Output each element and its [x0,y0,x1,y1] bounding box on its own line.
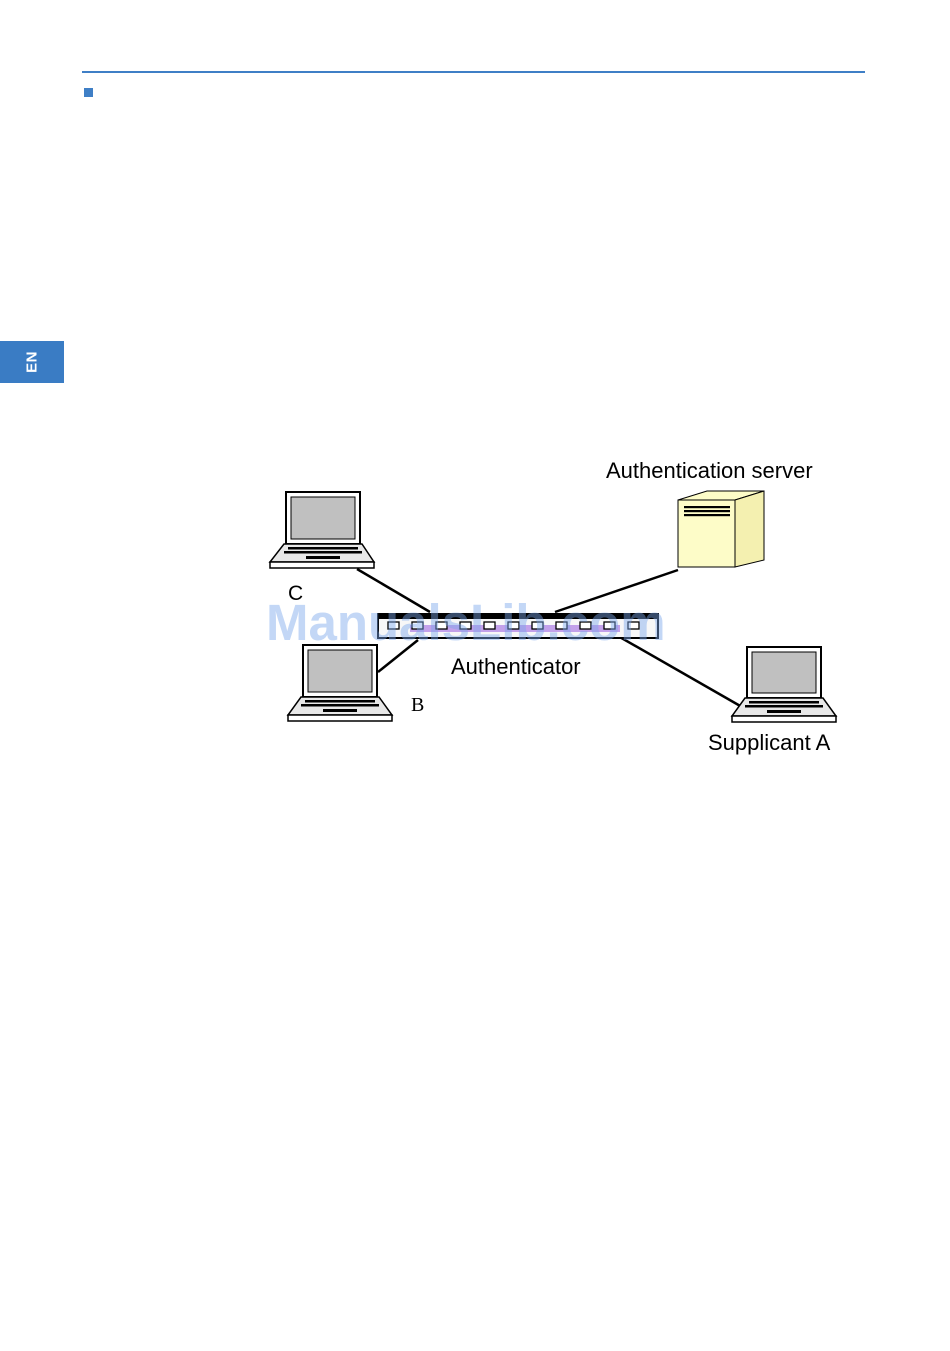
authenticator-label: Authenticator [451,654,581,679]
watermark: ManualsLib.com [266,594,666,651]
laptop-icon [732,647,836,722]
client-b-label: B [411,694,424,716]
laptop-icon [288,645,392,721]
server-label: Authentication server [606,458,813,483]
laptop-icon [270,492,374,568]
supplicant-a-label: Supplicant A [708,730,831,755]
server-icon [678,491,764,567]
